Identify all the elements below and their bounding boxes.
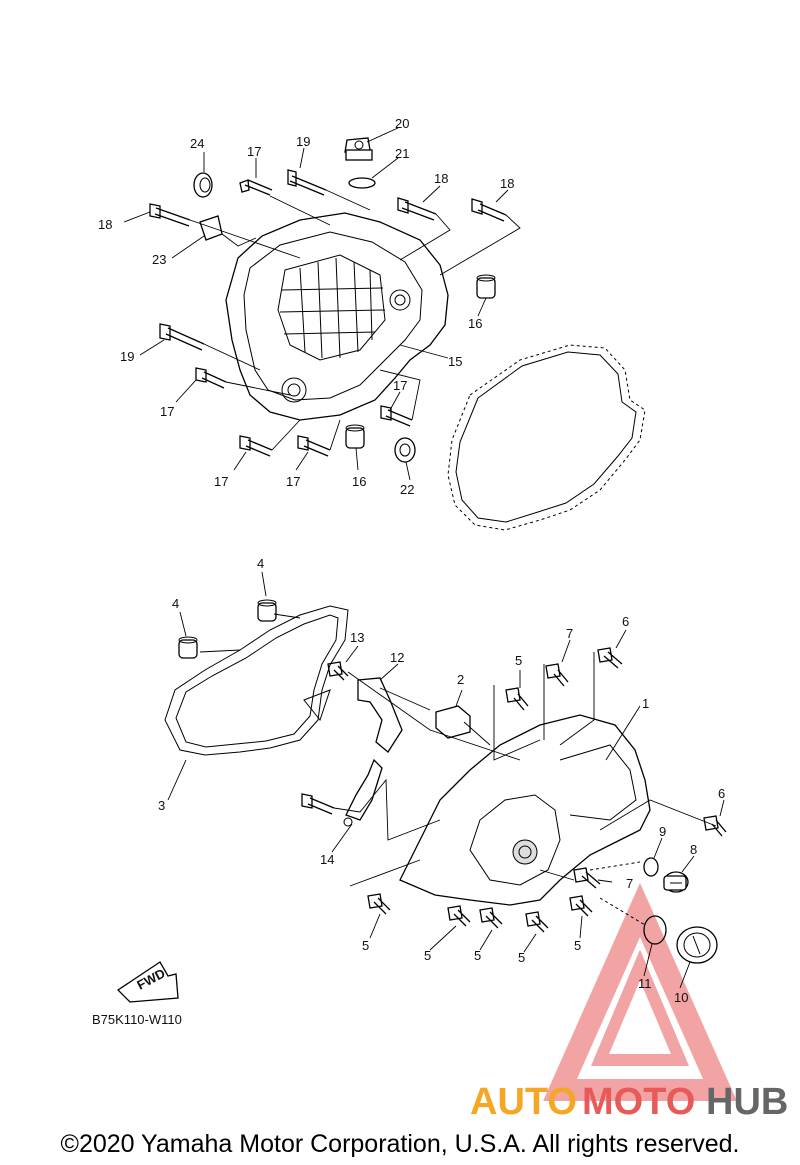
oil-seal-24 — [193, 172, 213, 198]
callout-5c: 5 — [424, 948, 431, 963]
callout-9: 9 — [659, 824, 666, 839]
callout-17c: 17 — [393, 378, 407, 393]
clamp-12 — [357, 677, 403, 753]
callout-4a: 4 — [257, 556, 264, 571]
callout-19a: 19 — [296, 134, 310, 149]
callout-5a: 5 — [515, 653, 522, 668]
watermark-text-moto: MOTO — [582, 1081, 695, 1123]
bolts-lower — [301, 647, 727, 933]
callout-17b: 17 — [160, 404, 174, 419]
callout-11: 11 — [638, 976, 652, 991]
callout-17d: 17 — [214, 474, 228, 489]
callout-7b: 7 — [626, 876, 633, 891]
callout-16a: 16 — [468, 316, 482, 331]
callout-5b: 5 — [362, 938, 369, 953]
crankcase-cover-upper — [225, 212, 449, 421]
callout-23: 23 — [152, 252, 166, 267]
cover-grille — [277, 254, 386, 361]
fwd-arrow: FWD — [116, 961, 179, 1003]
watermark-triangle-inner — [590, 949, 690, 1066]
bolts-upper — [149, 169, 507, 457]
callout-6b: 6 — [718, 786, 725, 801]
callout-21: 21 — [395, 146, 409, 161]
callout-4b: 4 — [172, 596, 179, 611]
callout-24: 24 — [190, 136, 204, 151]
leaders-lower — [167, 571, 725, 989]
dowel-pins-4 — [178, 599, 277, 659]
callout-7a: 7 — [566, 626, 573, 641]
o-ring-21 — [348, 177, 376, 189]
sensor-2 — [435, 705, 471, 739]
copyright-notice: ©2020 Yamaha Motor Corporation, U.S.A. A… — [60, 1130, 740, 1158]
upper-assembly — [123, 127, 646, 531]
o-ring-9 — [643, 857, 659, 877]
callout-6a: 6 — [622, 614, 629, 629]
callout-18b: 18 — [434, 171, 448, 186]
dowel-pins-16 — [345, 274, 496, 449]
callout-5d: 5 — [474, 948, 481, 963]
watermark-text-auto: AUTO — [470, 1081, 577, 1123]
gasket-15 — [447, 344, 646, 531]
callout-18c: 18 — [500, 176, 514, 191]
oil-seal-22 — [394, 437, 416, 463]
callout-8: 8 — [690, 842, 697, 857]
callout-20: 20 — [395, 116, 409, 131]
plug-10 — [676, 926, 718, 964]
leaders-upper — [123, 127, 521, 481]
callout-10: 10 — [674, 990, 688, 1005]
watermark-text-hub: HUB — [706, 1081, 788, 1123]
callout-14: 14 — [320, 852, 334, 867]
watermark-triangle-outer — [543, 882, 737, 1101]
lower-assembly: FWD — [116, 571, 727, 1003]
callout-1: 1 — [642, 696, 649, 711]
gasket-3 — [164, 605, 349, 756]
callout-3: 3 — [158, 798, 165, 813]
callout-5f: 5 — [574, 938, 581, 953]
plug-8 — [663, 871, 689, 893]
callout-18a: 18 — [98, 217, 112, 232]
callout-labels: 20 21 24 17 19 18 18 18 23 16 19 15 17 1… — [98, 116, 725, 1005]
callout-22: 22 — [400, 482, 414, 497]
callout-19b: 19 — [120, 349, 134, 364]
callout-17a: 17 — [247, 144, 261, 159]
watermark-text: AUTO MOTO HUB — [470, 1081, 788, 1123]
diagram-code: B75K110-W110 — [92, 1012, 182, 1027]
o-ring-11 — [643, 915, 667, 945]
watermark-logo — [543, 882, 737, 1101]
callout-13: 13 — [350, 630, 364, 645]
oil-filler-plug — [344, 137, 373, 161]
callout-5e: 5 — [518, 950, 525, 965]
callout-2: 2 — [457, 672, 464, 687]
callout-16b: 16 — [352, 474, 366, 489]
bracket-14 — [345, 758, 383, 821]
callout-17e: 17 — [286, 474, 300, 489]
crankcase-cover-1 — [399, 714, 651, 906]
callout-15: 15 — [448, 354, 462, 369]
callout-12: 12 — [390, 650, 404, 665]
